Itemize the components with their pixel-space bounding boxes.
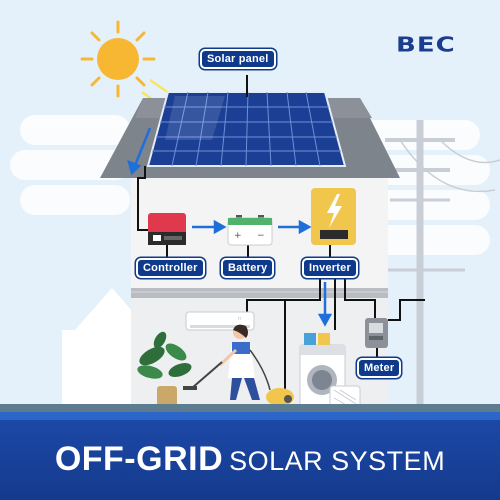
person-vacuuming [183,324,294,406]
battery-label: Battery [221,258,275,278]
banner-stripe [0,412,500,422]
solar-panel [146,91,347,167]
lightning-icon [327,194,342,228]
controller-label: Controller [136,258,205,278]
battery-device: + − [227,215,273,246]
sun-icon [80,20,156,98]
title-sub: SOLAR SYSTEM [229,446,446,476]
plant [137,331,192,406]
side-annex [62,288,142,410]
brand-logo: BEC [396,33,456,57]
inverter-label: Inverter [302,258,358,278]
flow-arrows [127,127,333,327]
svg-text:+: + [234,231,242,241]
solar-panel-label: Solar panel [200,49,276,69]
svg-text:−: − [257,231,265,241]
utility-pole [375,120,500,410]
title-main: OFF-GRID [54,440,224,478]
meter-device [365,318,388,348]
ground [0,404,500,414]
svg-text:□: □ [238,316,241,322]
inverter-device [311,188,356,245]
title-banner [0,420,500,500]
controller-device [148,213,186,245]
wiring [137,75,425,395]
meter-label: Meter [357,358,402,378]
